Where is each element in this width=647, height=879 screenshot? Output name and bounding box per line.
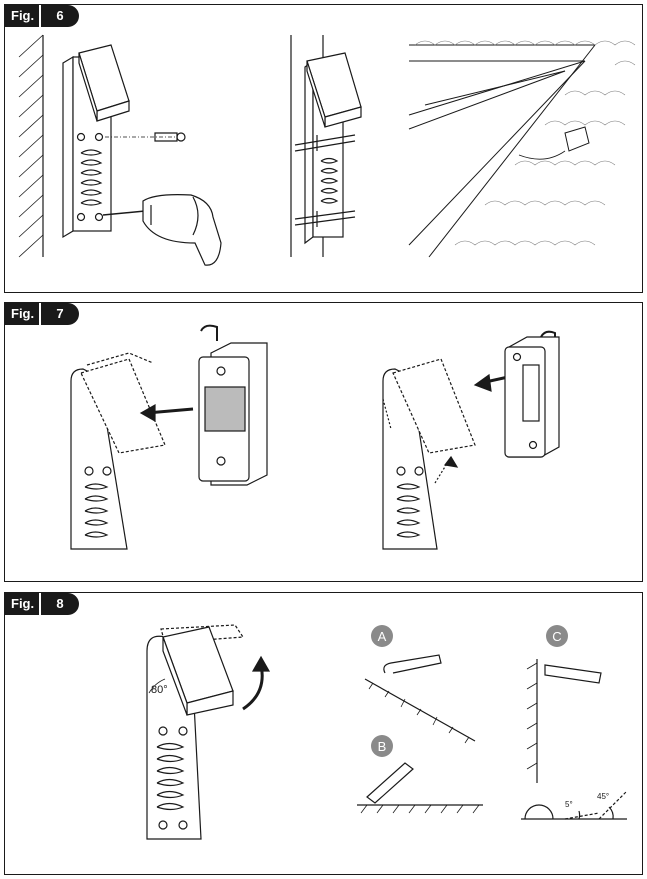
figure-7-panel: Fig. 7 <box>4 302 643 582</box>
mount-plate-left <box>80 358 166 454</box>
sensor-b <box>366 762 414 804</box>
bracket-side <box>62 55 74 239</box>
mount-plate-right <box>392 358 476 454</box>
variant-b-marker: B <box>371 735 393 757</box>
figure-7-illustration <box>70 324 560 550</box>
figure-6-number: 6 <box>39 5 79 27</box>
bracket-slots <box>80 149 103 206</box>
arrow-right <box>473 373 492 392</box>
figure-8-prefix: Fig. <box>5 593 43 615</box>
angle-80-text: 80° <box>151 684 168 696</box>
bracket-left <box>70 368 128 550</box>
variant-b-label: B <box>378 739 387 754</box>
variant-a-label: A <box>378 629 387 644</box>
figure-7-number: 7 <box>39 303 79 325</box>
figure-6-panel: Fig. 6 <box>4 4 643 293</box>
figure-6-prefix: Fig. <box>5 5 43 27</box>
roof-sensor <box>564 126 590 152</box>
variant-c-marker: C <box>546 625 568 647</box>
figure-8-illustration: 80° A B C 5° 45° <box>146 624 628 840</box>
angle-5-text: 5° <box>565 800 573 809</box>
screw <box>154 132 178 142</box>
drill <box>142 194 222 266</box>
figure-7-prefix: Fig. <box>5 303 43 325</box>
angle-label-80: 80° <box>151 684 168 696</box>
figure-8-panel: Fig. 8 <box>4 592 643 875</box>
screw-head <box>176 132 186 142</box>
clamp-ties <box>294 134 356 227</box>
sensor-c <box>544 664 602 684</box>
sensor-a <box>383 654 442 674</box>
roof-tiles <box>414 40 636 246</box>
wall-hatch <box>18 34 44 258</box>
sensor-grille <box>204 386 246 432</box>
angle-45-text: 45° <box>597 792 609 801</box>
variant-a-marker: A <box>371 625 393 647</box>
figure-6-illustration <box>18 34 636 266</box>
roof-scene <box>408 44 596 258</box>
variant-c-label: C <box>552 629 561 644</box>
figure-8-number: 8 <box>39 593 79 615</box>
